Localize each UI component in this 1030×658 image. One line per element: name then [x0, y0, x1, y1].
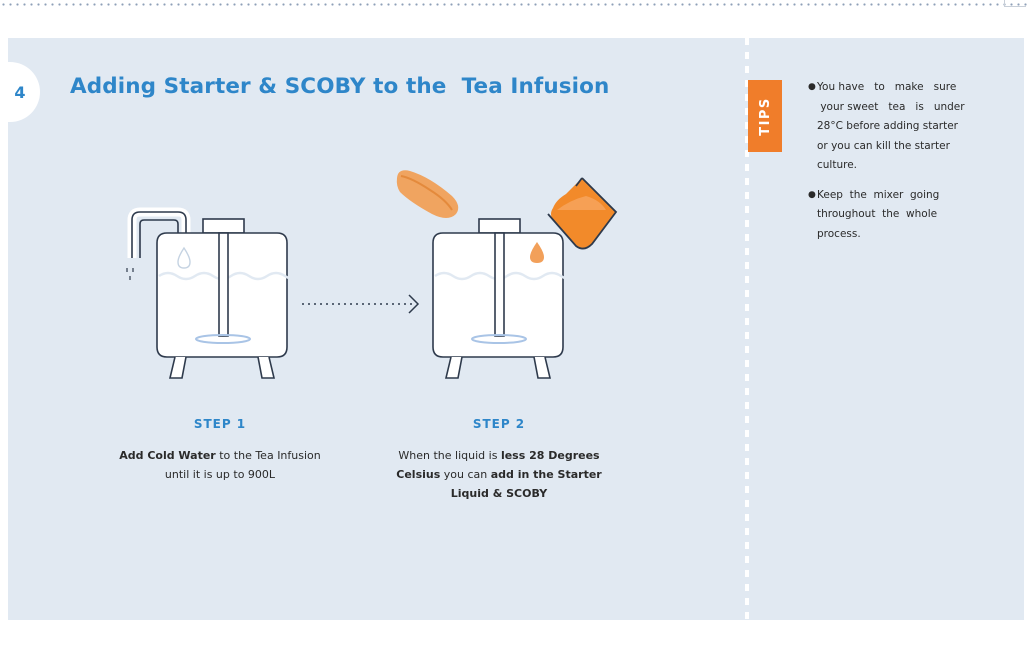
dotted-arrow-icon: [302, 294, 420, 314]
step-1-label: STEP 1: [193, 417, 247, 431]
tank-with-water-tap-icon: [126, 207, 300, 379]
step-2-label: STEP 2: [472, 417, 526, 431]
page-title: Adding Starter & SCOBY to the Tea Infusi…: [70, 74, 610, 99]
step-1-desc-bold: Add Cold Water: [119, 449, 216, 462]
water-drop-icon: [177, 246, 191, 269]
tips-divider: [745, 38, 749, 620]
tip-item: ● You have to make sure your sweet tea i…: [808, 78, 988, 176]
step-1-description: Add Cold Water to the Tea Infusion until…: [100, 446, 340, 484]
corner-mark: [1004, 0, 1026, 7]
step-2-description: When the liquid is less 28 Degrees Celsi…: [379, 446, 619, 503]
step-2-desc-text: When the liquid is: [398, 449, 501, 462]
step-1-desc-text: to the Tea Infusion: [215, 449, 321, 462]
starter-drop-icon: [530, 242, 544, 263]
step-2-desc-bold: less 28 Degrees: [500, 449, 600, 462]
tank-with-starter-icon: [432, 218, 576, 379]
step-1-desc-text-2: until it is up to 900L: [164, 468, 276, 481]
tip-item: ● Keep the mixer going throughout the wh…: [808, 186, 988, 245]
step-2-desc-bold-4: Liquid & SCOBY: [450, 487, 548, 500]
step-2-desc-bold-2: Celsius: [396, 468, 441, 481]
top-dotted-border: [0, 3, 1030, 6]
bullet-icon: ●: [808, 82, 816, 92]
step-2-desc-text-2: you can: [440, 468, 491, 481]
bullet-icon: ●: [808, 189, 816, 200]
tips-tab-label: TIPS: [757, 96, 773, 136]
step-2-desc-bold-3: add in the Starter: [490, 468, 602, 481]
step-number: 4: [14, 82, 26, 102]
tips-tab: TIPS: [748, 80, 782, 152]
scoby-icon: [396, 170, 459, 218]
tips-list: ● You have to make sure your sweet tea i…: [808, 78, 988, 254]
starter-jug-icon: [547, 177, 618, 250]
